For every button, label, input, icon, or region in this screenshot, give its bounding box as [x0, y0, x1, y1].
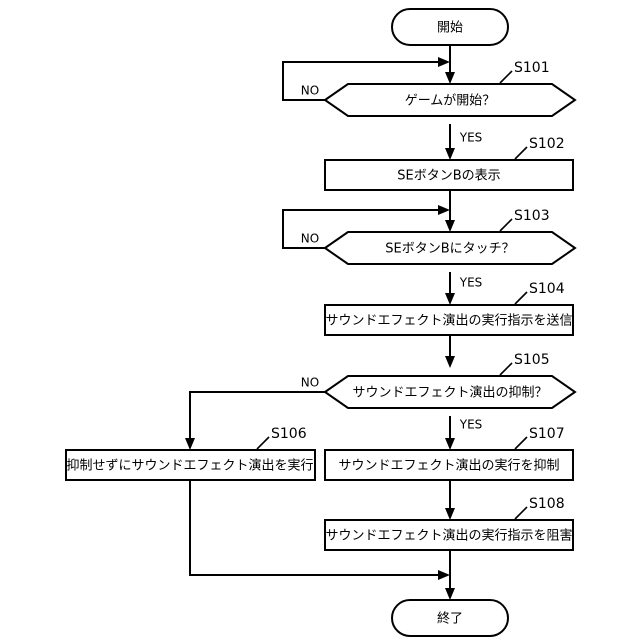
start-label: 開始 [437, 21, 463, 36]
arrow-head-icon [445, 148, 455, 160]
arrow-head-icon [185, 438, 195, 450]
arrow-head-icon [445, 293, 455, 305]
node-s107[interactable]: サウンドエフェクト演出の実行を抑制 S107 [324, 426, 574, 481]
edge-s106-to-end [189, 480, 450, 580]
s108-ref: S108 [529, 496, 565, 512]
s101-leader-line [499, 70, 513, 84]
s102-label: SEボタンBの表示 [397, 169, 500, 184]
s107-process-shape [324, 449, 574, 481]
arrow-head-icon [445, 588, 455, 600]
edge-s103-to-s104 [445, 272, 455, 305]
s101-no-label: NO [301, 84, 319, 98]
node-s105[interactable]: サウンドエフェクト演出の抑制？ S105 [323, 352, 577, 409]
node-start[interactable]: 開始 [391, 8, 509, 46]
node-s102[interactable]: SEボタンBの表示 S102 [324, 136, 574, 191]
arrow-head-icon [438, 57, 450, 67]
s104-leader-line [514, 291, 528, 305]
s105-yes-label: YES [459, 418, 483, 432]
s104-process-shape [324, 304, 574, 336]
edge-s105-no-to-s106 [185, 391, 325, 450]
s106-ref: S106 [271, 426, 307, 442]
s105-ref: S105 [514, 352, 550, 368]
s103-yes-label: YES [459, 276, 483, 290]
s101-label: ゲームが開始？ [405, 94, 496, 109]
s101-ref: S101 [514, 60, 550, 76]
edge-s103-no-loopback [282, 205, 450, 249]
edge-s101-to-s102 [445, 124, 455, 160]
s103-no-label: NO [301, 232, 319, 246]
end-label: 終了 [437, 611, 463, 627]
s103-decision-shape [323, 231, 577, 265]
start-terminator-shape [391, 8, 509, 46]
edge-s107-to-s108 [445, 480, 455, 520]
s107-label: サウンドエフェクト演出の実行を抑制 [338, 458, 559, 474]
s107-leader-line [514, 436, 528, 450]
s105-no-label: NO [301, 376, 319, 390]
s102-leader-line [514, 146, 528, 160]
arrow-head-icon [445, 220, 455, 232]
edge-s104-to-s105 [445, 335, 455, 368]
s106-label: 抑制せずにサウンドエフェクト演出を実行 [66, 458, 313, 474]
s102-process-shape [324, 159, 574, 191]
s108-process-shape [324, 519, 574, 551]
arrow-head-icon [445, 356, 455, 368]
s106-process-shape [65, 449, 316, 481]
edge-s108-to-end [445, 550, 455, 600]
node-s101[interactable]: ゲームが開始？ S101 [323, 60, 577, 117]
node-end[interactable]: 終了 [391, 599, 509, 637]
s108-leader-line [514, 506, 528, 520]
arrow-head-icon [438, 205, 450, 215]
s102-ref: S102 [529, 136, 565, 152]
s104-label: サウンドエフェクト演出の実行指示を送信 [325, 313, 572, 329]
node-s106[interactable]: 抑制せずにサウンドエフェクト演出を実行 S106 [65, 426, 316, 481]
s103-leader-line [499, 218, 513, 232]
s105-leader-line [499, 362, 513, 376]
s103-ref: S103 [514, 208, 550, 224]
node-s103[interactable]: SEボタンBにタッチ？ S103 [323, 208, 577, 265]
s104-ref: S104 [529, 281, 565, 297]
s105-decision-shape [323, 375, 577, 409]
end-terminator-shape [391, 599, 509, 637]
arrow-head-icon [445, 508, 455, 520]
arrow-head-icon [438, 570, 450, 580]
edge-start-to-s101 [445, 45, 455, 84]
s108-label: サウンドエフェクト演出の実行指示を阻害 [325, 528, 572, 544]
arrow-head-icon [445, 72, 455, 84]
s101-decision-shape [323, 83, 577, 117]
s107-ref: S107 [529, 426, 565, 442]
s105-label: サウンドエフェクト演出の抑制？ [352, 385, 547, 401]
s106-leader-line [256, 436, 270, 450]
arrow-head-icon [445, 438, 455, 450]
edge-s105-to-s107 [445, 416, 455, 450]
s101-yes-label: YES [459, 131, 483, 145]
node-s104[interactable]: サウンドエフェクト演出の実行指示を送信 S104 [324, 281, 574, 336]
edge-s102-to-s103 [445, 190, 455, 232]
s103-label: SEボタンBにタッチ？ [385, 242, 514, 257]
edge-s101-no-loopback [282, 57, 450, 101]
node-s108[interactable]: サウンドエフェクト演出の実行指示を阻害 S108 [324, 496, 574, 551]
